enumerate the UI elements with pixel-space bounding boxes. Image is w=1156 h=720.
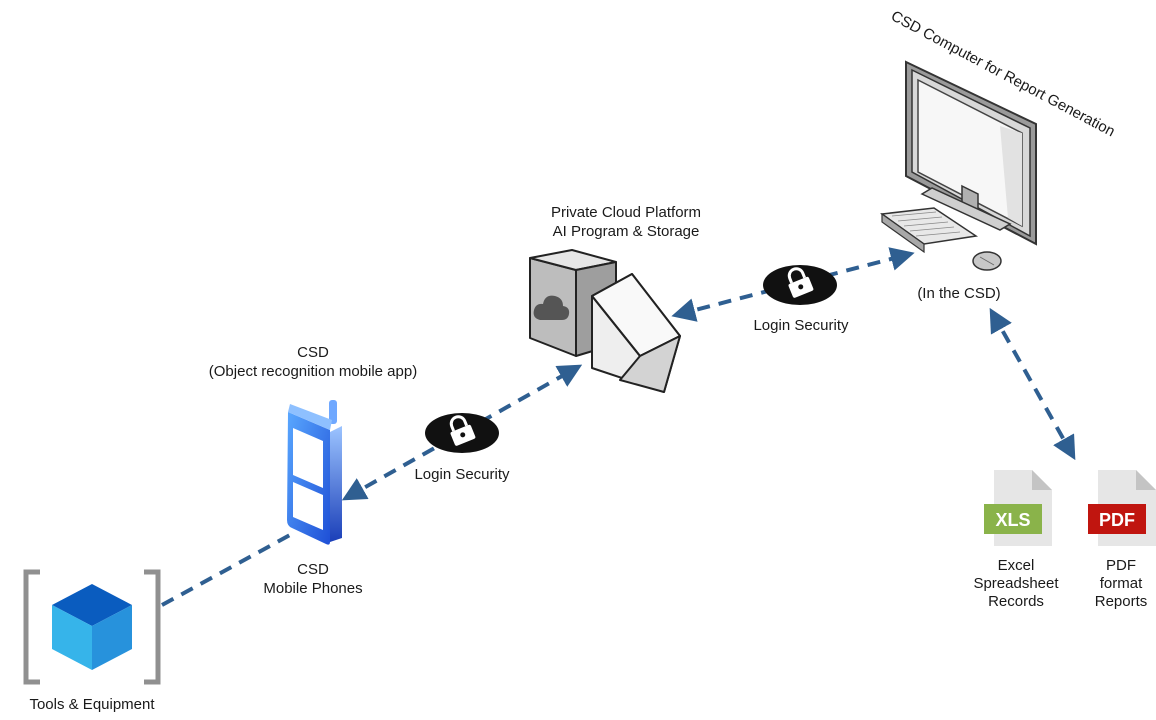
cloud-title-line2: AI Program & Storage <box>553 223 700 240</box>
in-csd-label: (In the CSD) <box>917 285 1000 302</box>
pdf-badge-text: PDF <box>1099 510 1135 530</box>
phones-line2: Mobile Phones <box>263 580 362 597</box>
excel-line2: Spreadsheet <box>973 575 1059 592</box>
pdf-line3: Reports <box>1095 593 1148 610</box>
pdf-file-icon: PDF <box>1088 470 1156 546</box>
lock-icon <box>763 265 837 305</box>
login-security-top-label: Login Security <box>753 317 849 334</box>
cube-icon <box>23 569 161 685</box>
desktop-computer-icon <box>879 60 1037 271</box>
connector-tools-phone <box>161 533 291 607</box>
cloud-title-line1: Private Cloud Platform <box>551 204 701 221</box>
pdf-line1: PDF <box>1106 557 1136 574</box>
csd-app-line2: (Object recognition mobile app) <box>209 363 417 380</box>
csd-app-line1: CSD <box>297 344 329 361</box>
cloud-server-icon <box>529 249 681 393</box>
excel-line3: Records <box>988 593 1044 610</box>
pdf-line2: format <box>1100 575 1143 592</box>
lock-icon <box>425 413 499 453</box>
xls-badge-text: XLS <box>995 510 1030 530</box>
phones-line1: CSD <box>297 561 329 578</box>
login-security-mid-label: Login Security <box>414 466 510 483</box>
tools-label: Tools & Equipment <box>29 696 155 713</box>
excel-line1: Excel <box>998 557 1035 574</box>
mobile-phone-icon <box>287 400 342 545</box>
xls-file-icon: XLS <box>984 470 1052 546</box>
connector-computer-reports <box>989 307 1076 461</box>
